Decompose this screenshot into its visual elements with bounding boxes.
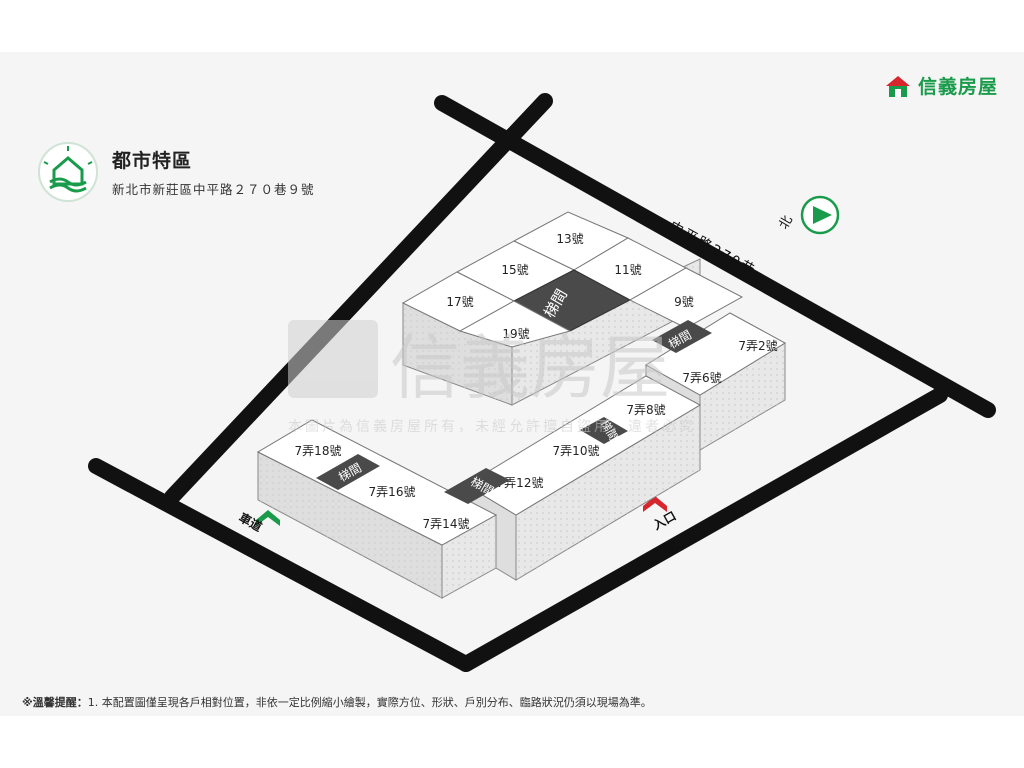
road-west-diagonal (164, 93, 553, 505)
watermark: 信義房屋 本圖片為信義房屋所有，未經允許擅自盜用，違者必究 (288, 320, 696, 435)
road-label-south: 中平路270巷7弄 (634, 502, 750, 576)
footer-bar (0, 716, 1024, 768)
road-south-west (88, 458, 474, 672)
south-row: 梯間 梯間 7弄14號 7弄16號 7弄18號 (256, 419, 510, 599)
north-block: 13號 15號 11號 17號 9號 19號 梯間 (401, 211, 744, 406)
unit-label-7-6: 7弄6號 (682, 371, 721, 385)
watermark-brand: 信義房屋 (390, 327, 670, 409)
south-left-dots (258, 452, 442, 598)
north-label: 北 (776, 213, 795, 232)
unit-label-7-2: 7弄2號 (738, 339, 777, 353)
south-top (256, 419, 498, 546)
east-wing-dots (700, 343, 785, 450)
complex-logo-icon (38, 142, 98, 202)
footer-note-label: ※溫馨提醒： (22, 696, 88, 709)
unit-label-11: 11號 (614, 263, 641, 277)
watermark-notice: 本圖片為信義房屋所有，未經允許擅自盜用，違者必究 (288, 418, 696, 435)
driveway-marker: 車道 (237, 510, 280, 535)
footer-note-text: 1. 本配置圖僅呈現各戶相對位置，非依一定比例縮小繪製，實際方位、形狀、戶別分布… (87, 696, 652, 709)
complex-header: 都市特區 新北市新莊區中平路２７０巷９號 (36, 140, 315, 204)
brand-name: 信義房屋 (917, 76, 998, 98)
footer-note: ※溫馨提醒：1. 本配置圖僅呈現各戶相對位置，非依一定比例縮小繪製，實際方位、形… (22, 694, 652, 710)
south-right-dots (442, 515, 496, 598)
unit-label-15: 15號 (501, 263, 528, 277)
unit-label-7-10: 7弄10號 (553, 444, 600, 458)
road-north-edge (434, 95, 996, 418)
complex-name: 都市特區 (112, 150, 193, 172)
site-plan-canvas: 中平路270巷 中平路270巷7弄 北 入口 車道 13號 15號 11號 17… (0, 52, 1024, 716)
unit-label-7-8: 7弄8號 (626, 403, 665, 417)
site-plan-svg: 中平路270巷 中平路270巷7弄 北 入口 車道 13號 15號 11號 17… (88, 93, 996, 672)
road-south-east (458, 387, 948, 672)
entrance-arrow-icon (643, 496, 667, 512)
watermark-logo (288, 320, 378, 398)
brand-house-icon (885, 75, 910, 97)
unit-label-13: 13號 (556, 232, 583, 246)
driveway-arrow-icon (256, 510, 280, 526)
south-stair-tile-1 (316, 454, 380, 490)
middle-top (465, 375, 702, 516)
unit-label-7-16: 7弄16號 (369, 485, 416, 499)
brand-logo: 信義房屋 (884, 72, 998, 99)
unit-label-9: 9號 (674, 295, 694, 309)
north-compass: 北 (776, 195, 840, 235)
unit-label-17: 17號 (446, 295, 473, 309)
unit-label-7-18: 7弄18號 (295, 444, 342, 458)
complex-address: 新北市新莊區中平路２７０巷９號 (112, 182, 315, 197)
middle-stair-tile (580, 417, 628, 444)
entrance-marker: 入口 (643, 496, 678, 533)
unit-label-7-14: 7弄14號 (423, 517, 470, 531)
entrance-label: 入口 (651, 509, 679, 533)
roads (88, 93, 996, 672)
north-arrow-icon (813, 206, 832, 224)
driveway-label: 車道 (237, 510, 265, 535)
north-block-left-dots (403, 303, 512, 405)
tile-9 (628, 267, 744, 329)
middle-dots (516, 405, 700, 580)
unit-label-19: 19號 (502, 327, 529, 341)
tile-19 (458, 300, 572, 348)
east-stair-tile (652, 320, 712, 353)
middle-row: 梯間 7弄8號 7弄10號 7弄12號 (465, 375, 702, 581)
south-stair-tile-2 (444, 468, 510, 504)
